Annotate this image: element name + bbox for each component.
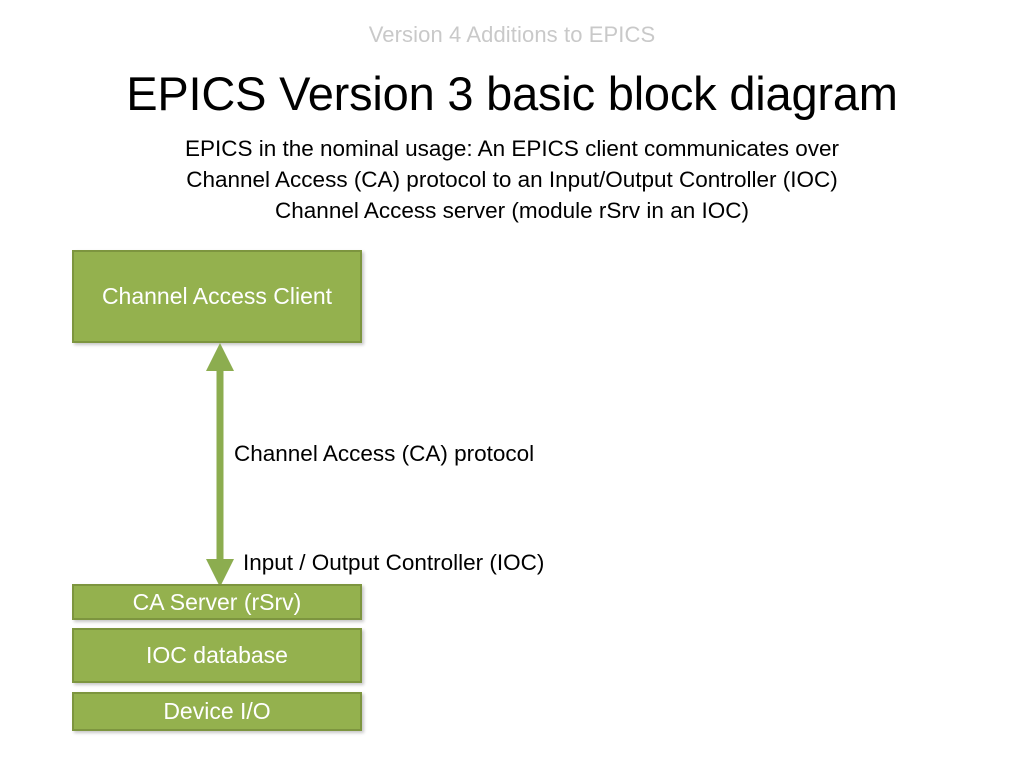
slide-subtitle: EPICS in the nominal usage: An EPICS cli… (0, 133, 1024, 226)
block-device-io[interactable]: Device I/O (72, 692, 362, 731)
subtitle-line-1: EPICS in the nominal usage: An EPICS cli… (184, 136, 840, 161)
label-input-output-controller: Input / Output Controller (IOC) (243, 550, 545, 575)
block-ioc-database[interactable]: IOC database (72, 628, 362, 683)
block-label: Channel Access Client (101, 283, 333, 309)
subtitle-line-3: Channel Access server (module rSrv in an… (275, 198, 749, 223)
block-channel-access-client[interactable]: Channel Access Client (72, 250, 362, 343)
block-ca-server[interactable]: CA Server (rSrv) (72, 584, 362, 620)
subtitle-line-2: Channel Access (CA) protocol to an Input… (186, 167, 838, 192)
block-label: IOC database (146, 642, 288, 668)
double-headed-arrow-icon (206, 343, 234, 587)
page-title: EPICS Version 3 basic block diagram (126, 67, 898, 120)
block-label: Device I/O (163, 698, 271, 724)
label-channel-access-protocol: Channel Access (CA) protocol (234, 441, 535, 466)
block-label: CA Server (rSrv) (132, 588, 302, 615)
slide-header: Version 4 Additions to EPICS (368, 22, 656, 47)
